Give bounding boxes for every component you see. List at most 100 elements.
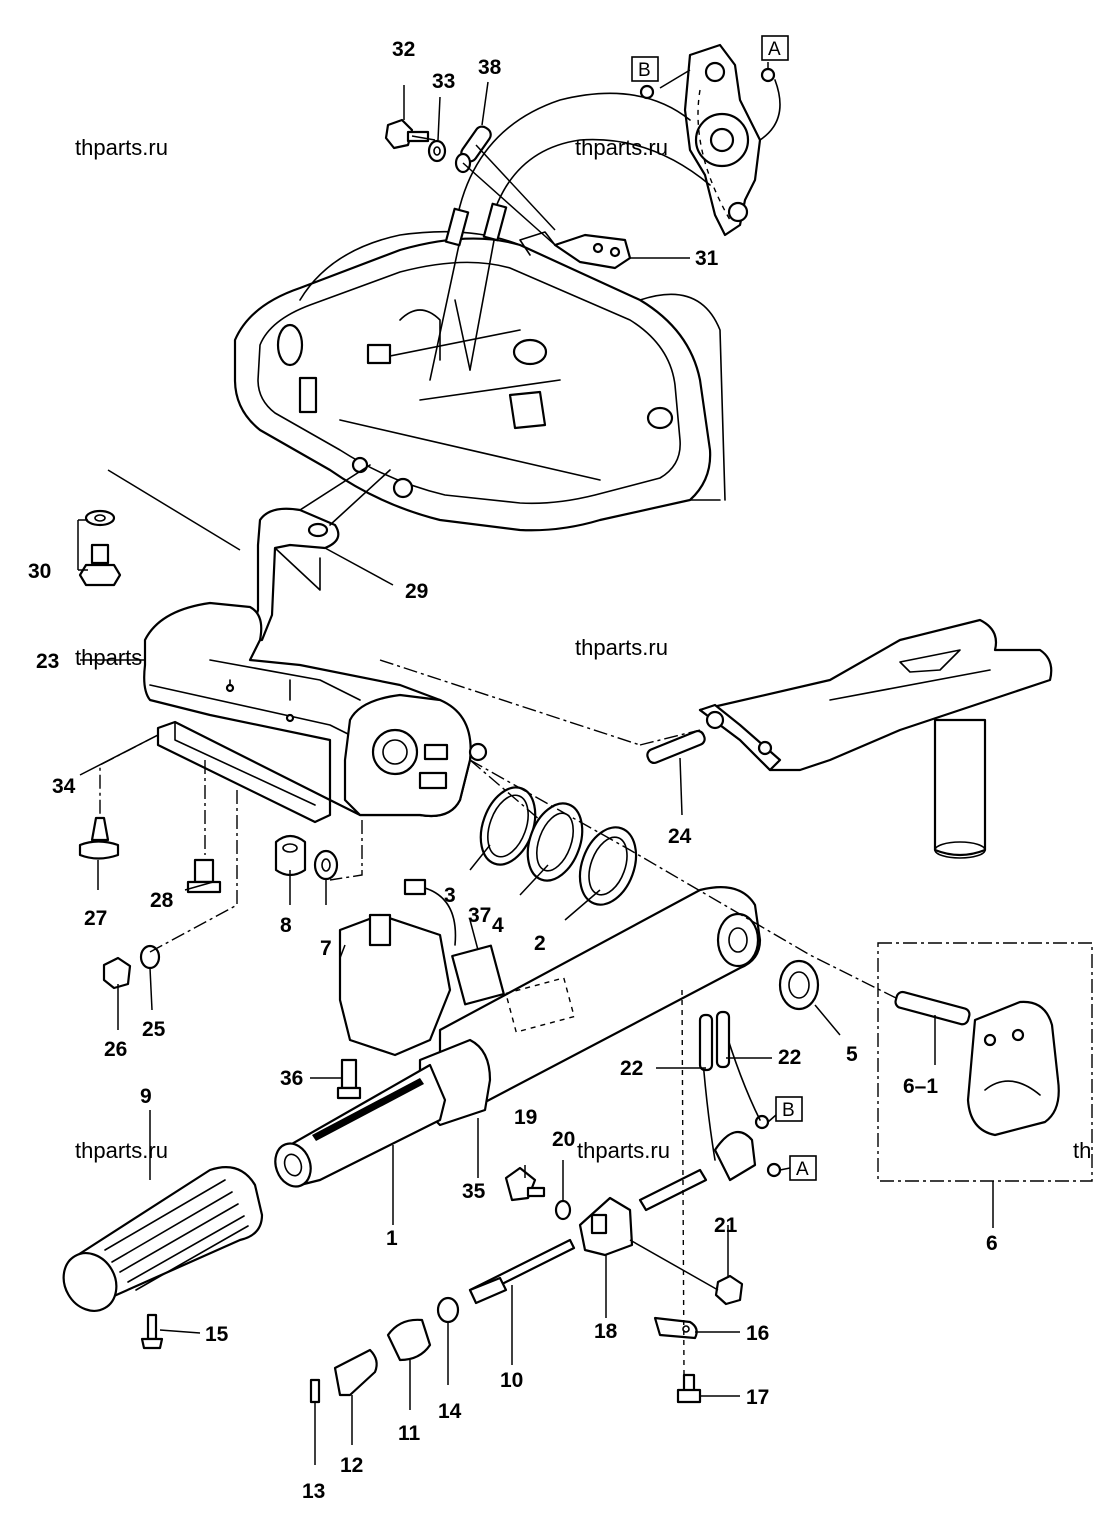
cowling-inner-rim <box>257 261 681 505</box>
callout-22-left: 22 <box>620 1057 643 1080</box>
watermark-bottom-center: thparts.ru <box>577 1138 670 1163</box>
part-10-throttle-shaft <box>468 1238 576 1305</box>
part-7-washer <box>313 849 339 881</box>
ref-marker-a-top: A <box>760 35 789 83</box>
watermark-bottom-left: thparts.ru <box>75 1138 168 1163</box>
callout-26: 26 <box>104 1038 127 1061</box>
part-26-nut <box>102 956 132 990</box>
part-8-spacer <box>274 834 307 877</box>
part-37-label <box>451 944 505 1006</box>
callout-24: 24 <box>668 825 692 848</box>
leader-lines <box>77 62 994 1465</box>
svg-text:B: B <box>782 1100 795 1121</box>
cowling-block <box>366 343 392 365</box>
watermarks: thparts.ru thparts.ru thparts.ru thparts… <box>75 135 1091 1163</box>
cowling-post <box>298 376 318 414</box>
callout-21: 21 <box>714 1214 738 1237</box>
cowling-boss-3 <box>646 406 674 430</box>
part-32-bolt <box>384 118 430 150</box>
callout-14: 14 <box>438 1400 462 1423</box>
cowling-outer <box>233 237 712 532</box>
callout-13: 13 <box>302 1480 325 1503</box>
part-11-sleeve <box>386 1318 432 1362</box>
svg-text:A: A <box>796 1159 809 1180</box>
callout-11: 11 <box>398 1422 421 1445</box>
part-38-grommet <box>454 125 492 174</box>
callout-8: 8 <box>280 914 292 937</box>
bottom-cowling <box>233 230 726 532</box>
callout-6-1: 6–1 <box>903 1075 938 1098</box>
throttle-link-bottom <box>638 1010 761 1212</box>
part-5-cap <box>778 959 820 1011</box>
part-23-handle-bracket <box>143 601 488 818</box>
watermark-right-edge: th <box>1073 1138 1091 1163</box>
cowling-boss-2 <box>512 338 548 366</box>
callout-22-right: 22 <box>778 1046 801 1069</box>
callout-27: 27 <box>84 907 107 930</box>
kit-box <box>877 942 1093 1182</box>
callout-28: 28 <box>150 889 174 912</box>
part-16-plate <box>653 1316 698 1340</box>
callout-33: 33 <box>432 70 455 93</box>
svg-text:B: B <box>638 60 651 81</box>
callout-32: 32 <box>392 38 415 61</box>
ref-marker-a-bottom: A <box>766 1155 817 1181</box>
callout-4: 4 <box>492 914 504 937</box>
callout-5: 5 <box>846 1043 858 1066</box>
part-34-channel-plate <box>156 720 332 824</box>
callout-1: 1 <box>386 1227 398 1250</box>
callout-34: 34 <box>52 775 76 798</box>
part-14-bushing <box>436 1296 460 1324</box>
callout-15: 15 <box>205 1323 229 1346</box>
callout-23: 23 <box>36 650 59 673</box>
callout-29: 29 <box>405 580 428 603</box>
part-36-screw <box>336 1058 362 1100</box>
cable-upper <box>454 92 691 231</box>
part-9-throttle-grip <box>62 1166 264 1312</box>
throttle-cam-assembly <box>683 43 781 237</box>
cowling-bracket <box>508 390 547 430</box>
handle-arm <box>438 886 762 1117</box>
part-19-knob <box>504 1166 546 1202</box>
callout-19: 19 <box>514 1106 537 1129</box>
cowling-right-edge <box>639 293 726 501</box>
callout-3: 3 <box>444 884 456 907</box>
callout-6: 6 <box>986 1232 998 1255</box>
cable-lower <box>489 138 711 226</box>
ref-marker-b-bottom: B <box>754 1096 803 1130</box>
ref-marker-b-top: B <box>631 56 659 100</box>
part-21-nut <box>714 1274 744 1306</box>
cowling-hole <box>392 477 414 499</box>
part-4-friction-plate <box>526 802 584 882</box>
part-30-bolt-washer <box>78 509 122 587</box>
callout-7: 7 <box>320 937 332 960</box>
part-24-pin <box>646 729 706 765</box>
callout-30: 30 <box>28 560 51 583</box>
callout-labels: 32 33 38 31 30 29 23 34 24 27 28 8 7 3 3… <box>28 38 998 1503</box>
part-20-washer <box>554 1199 572 1221</box>
callout-38: 38 <box>478 56 502 79</box>
svg-text:A: A <box>768 39 781 60</box>
part-6-kit <box>877 942 1093 1182</box>
part-27-screw <box>78 816 120 860</box>
part-33-washer <box>427 139 447 163</box>
part-6-1-pin <box>894 990 971 1026</box>
cable-end-1 <box>444 207 470 247</box>
watermark-top-left: thparts.ru <box>75 135 168 160</box>
callout-31: 31 <box>695 247 719 270</box>
cowling-boss-1 <box>276 323 304 367</box>
swivel-shaft <box>933 718 987 857</box>
watermark-top-center: thparts.ru <box>575 135 668 160</box>
part-12-connector <box>333 1348 378 1397</box>
part-2-bushing <box>578 826 638 906</box>
callout-36: 36 <box>280 1067 303 1090</box>
part-13-pin <box>309 1378 321 1404</box>
part-18-friction-block <box>578 1196 634 1257</box>
callout-9: 9 <box>140 1085 152 1108</box>
cable-end-2 <box>482 202 508 242</box>
callout-12: 12 <box>340 1454 363 1477</box>
callout-18: 18 <box>594 1320 618 1343</box>
swivel-bracket <box>698 618 1053 859</box>
part-6-block <box>966 1000 1060 1137</box>
